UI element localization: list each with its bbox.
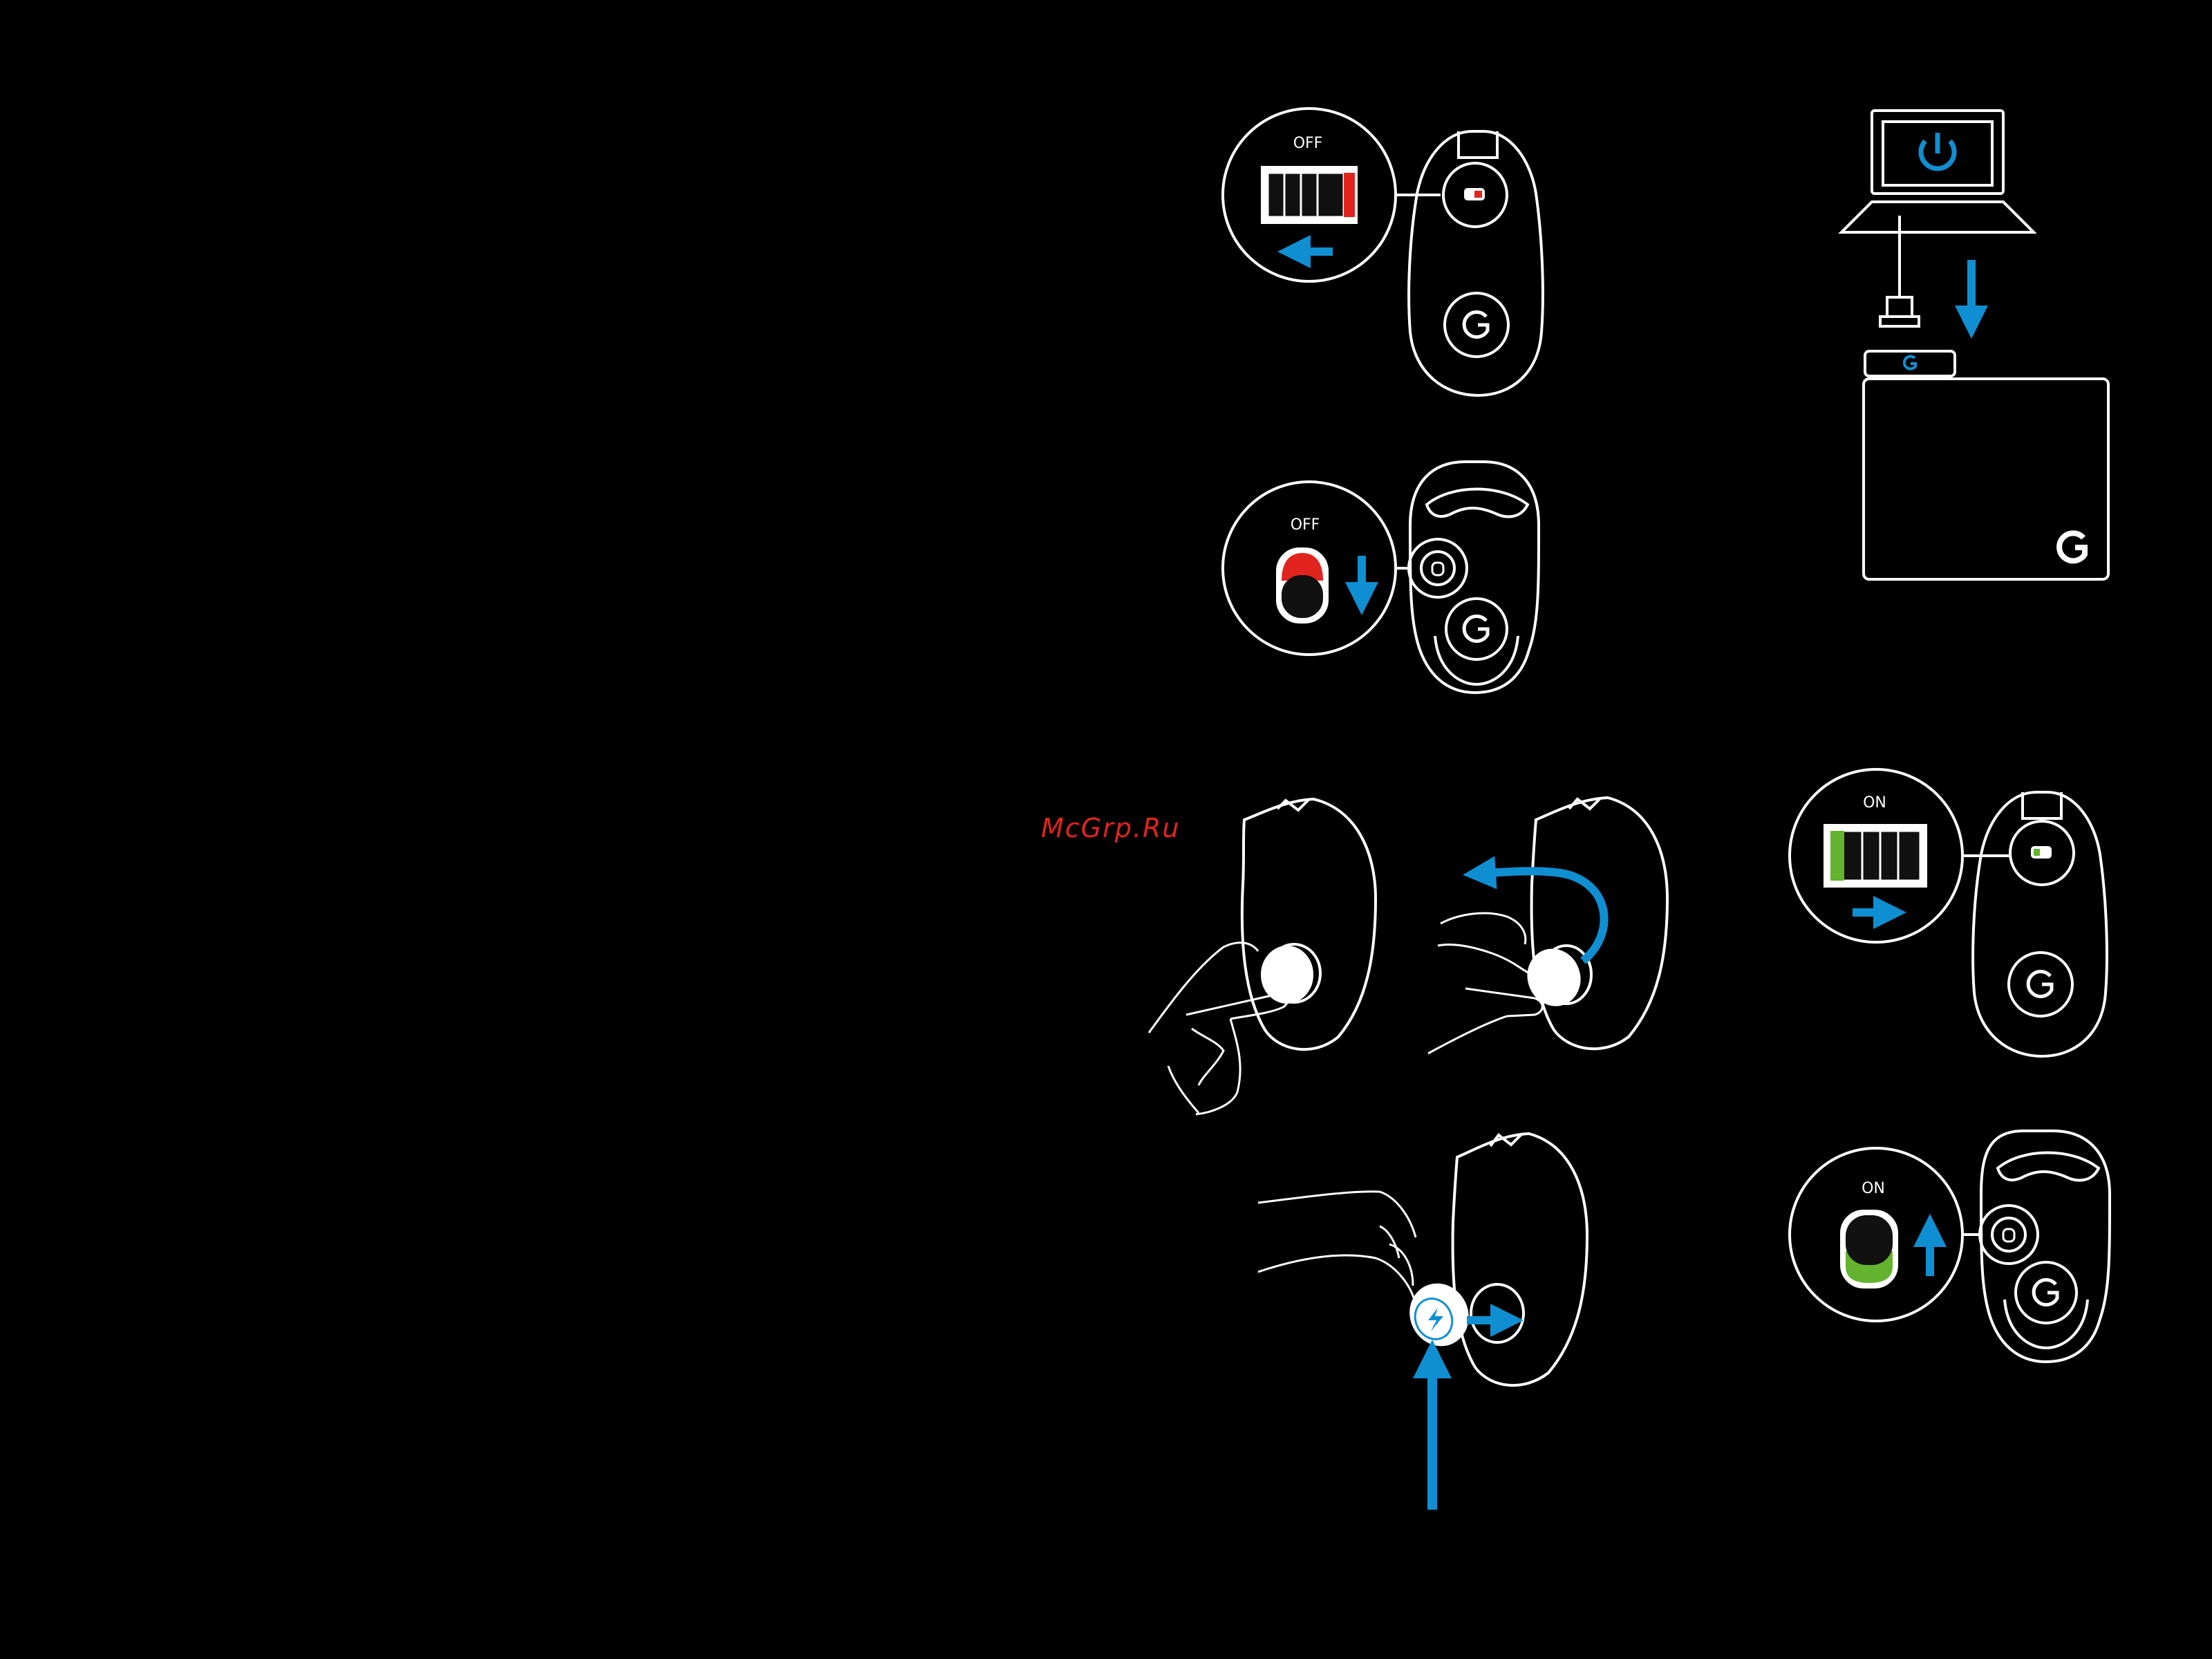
mouse-bottom-view xyxy=(1409,462,1539,693)
mouse-side-view xyxy=(1242,799,1376,1049)
mouse-bottom-view xyxy=(1980,1131,2110,1362)
on-label: ON xyxy=(1862,1180,1885,1197)
g-logo-icon xyxy=(2034,1280,2057,1304)
hand xyxy=(1258,1192,1416,1300)
g-logo-icon xyxy=(1464,616,1488,641)
step-switch-on-slide: ON xyxy=(1790,769,2107,1056)
mouse-side-view xyxy=(1453,1134,1587,1385)
off-label: OFF xyxy=(1291,516,1320,534)
slide-switch-graphic xyxy=(1262,167,1356,223)
mouse-top-view xyxy=(1409,131,1543,395)
g-logo-icon xyxy=(2059,533,2085,561)
step-connect-charging-pad xyxy=(1841,111,2108,579)
step-switch-off-slide: OFF xyxy=(1223,109,1543,395)
laptop xyxy=(1841,111,2034,232)
slide-switch-graphic xyxy=(1825,825,1926,886)
step-rotate-puck xyxy=(1428,798,1667,1053)
power-icon xyxy=(1921,133,1954,169)
step-remove-puck xyxy=(1149,799,1376,1114)
rocker-switch-graphic xyxy=(1277,549,1327,622)
watermark: McGrp.Ru xyxy=(1041,813,1180,843)
off-label: OFF xyxy=(1293,135,1323,152)
charging-pad xyxy=(1864,351,2108,579)
g-logo-icon xyxy=(1464,312,1488,337)
step-switch-off-rocker: OFF xyxy=(1223,462,1539,693)
mouse-side-view xyxy=(1521,798,1667,1049)
rocker-switch-graphic xyxy=(1841,1211,1897,1287)
g-logo-icon xyxy=(2028,971,2052,996)
powerplay-module xyxy=(1401,1275,1477,1354)
g-logo-icon xyxy=(1904,357,1915,369)
arrow-icon xyxy=(1479,871,1604,961)
step-switch-on-rocker: ON xyxy=(1790,1131,2110,1362)
step-insert-module xyxy=(1258,1134,1587,1510)
mouse-top-view xyxy=(1973,792,2107,1056)
on-label: ON xyxy=(1863,794,1886,812)
